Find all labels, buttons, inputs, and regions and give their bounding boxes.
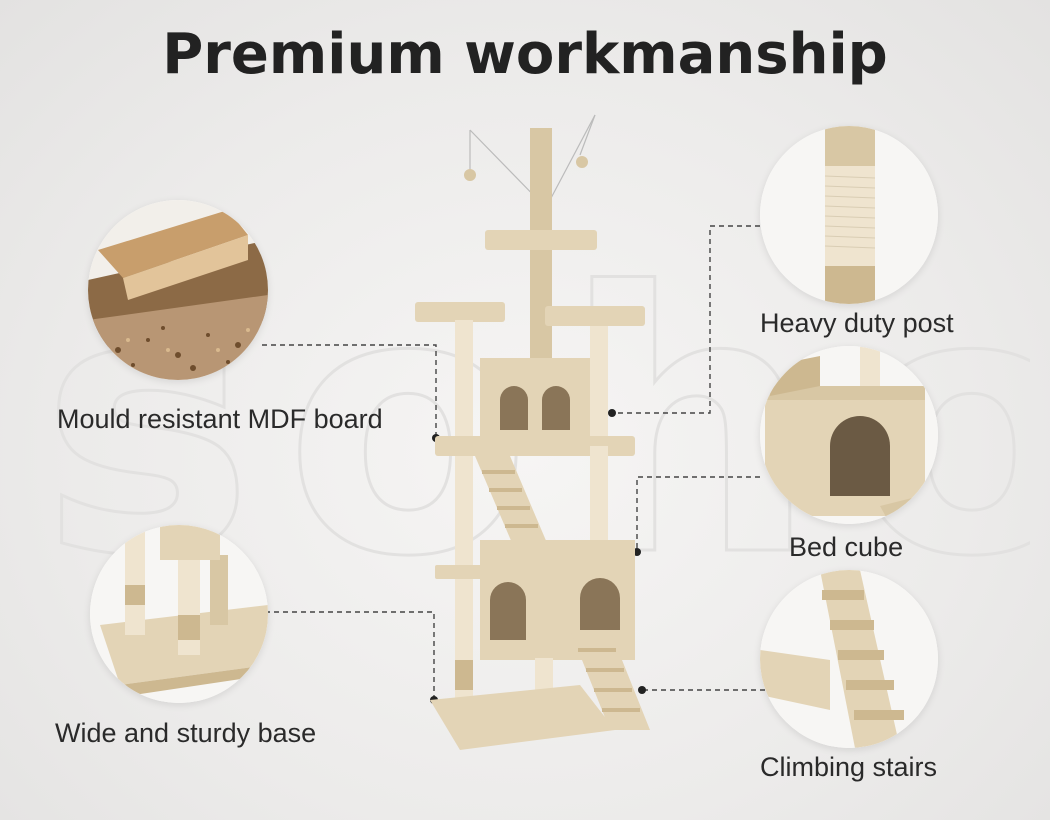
- heavy-post-label: Heavy duty post: [760, 308, 954, 338]
- side-step: [435, 565, 485, 579]
- platform-left: [415, 302, 505, 322]
- upper-cube: [480, 358, 590, 438]
- lower-ramp: [570, 630, 650, 730]
- top-platform: [485, 230, 597, 250]
- post-right-mid: [590, 446, 608, 546]
- page-title: Premium workmanship: [162, 22, 888, 87]
- mdf-board-closeup: [88, 200, 268, 380]
- base-board: [430, 685, 615, 750]
- stairs-label: Climbing stairs: [760, 752, 938, 782]
- post-left-upper: [455, 320, 473, 460]
- sturdy-base-label: Wide and sturdy base: [55, 718, 317, 748]
- base-closeup: [90, 525, 268, 703]
- post-left-mid: [455, 456, 473, 586]
- platform-right: [545, 306, 645, 326]
- post-right-upper: [590, 326, 608, 446]
- sisal-post-closeup: [760, 126, 938, 304]
- bed-cube-closeup: [760, 346, 938, 524]
- toy-ball-right: [576, 156, 588, 168]
- cat-tree-product: [415, 114, 650, 750]
- mdf-board-label: Mould resistant MDF board: [57, 404, 383, 434]
- mid-platform: [435, 436, 635, 456]
- bed-cube-label: Bed cube: [789, 532, 904, 562]
- stairs-closeup: [760, 570, 938, 748]
- toy-ball-left: [464, 169, 476, 181]
